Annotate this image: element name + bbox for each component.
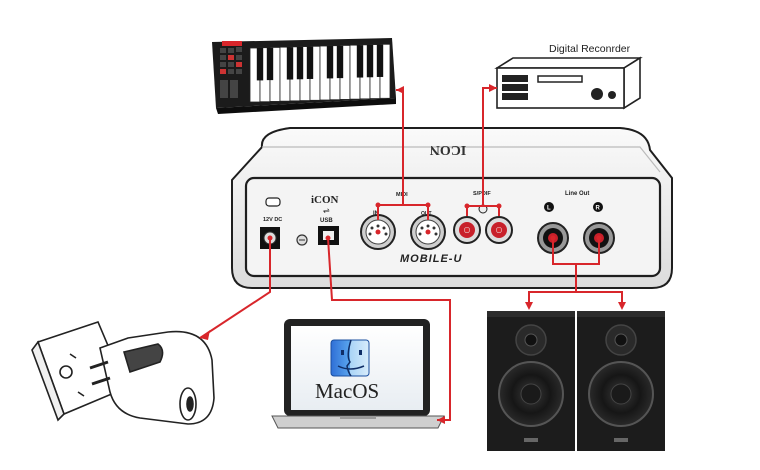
mac-finder-icon	[330, 339, 370, 377]
black-key	[256, 48, 264, 81]
usb-to-laptop-line	[327, 237, 451, 421]
black-key	[366, 44, 374, 78]
black-key	[326, 46, 334, 79]
line-out-left-label: L	[547, 206, 551, 212]
usb-symbol-icon: ⇌	[323, 206, 330, 215]
connection-dots	[267, 202, 602, 241]
black-key	[376, 44, 384, 77]
recorder-label: Digital Reconrder	[549, 43, 631, 55]
brand-logo: iCON	[311, 194, 339, 206]
black-key	[296, 46, 304, 80]
power-adapter-icon	[31, 321, 215, 425]
ground-screw-icon	[296, 234, 308, 246]
line-out-label: Line Out	[565, 191, 589, 197]
power-switch[interactable]	[265, 197, 281, 207]
black-key	[306, 46, 314, 79]
arrowheads	[200, 84, 626, 424]
black-key	[336, 45, 344, 79]
digital-recorder-icon	[494, 56, 643, 110]
black-key	[286, 47, 294, 80]
top-logo: ICON	[430, 142, 467, 157]
power-to-adapter-line	[199, 238, 271, 339]
os-label: MacOS	[315, 379, 379, 403]
power-port-label: 12V DC	[263, 217, 282, 223]
model-name: MOBILE-U	[400, 253, 462, 265]
usb-port-label: USB	[320, 218, 333, 224]
speaker-left-icon	[487, 311, 575, 451]
black-key	[266, 47, 274, 81]
midi-out-label: OUT	[421, 211, 432, 217]
speaker-right-icon	[577, 311, 665, 451]
midi-in-label: IN	[373, 211, 379, 217]
line-out-right-label: R	[596, 206, 601, 212]
usb-port[interactable]	[318, 226, 339, 245]
black-key	[356, 45, 364, 78]
midi-keyboard-icon	[212, 38, 396, 114]
